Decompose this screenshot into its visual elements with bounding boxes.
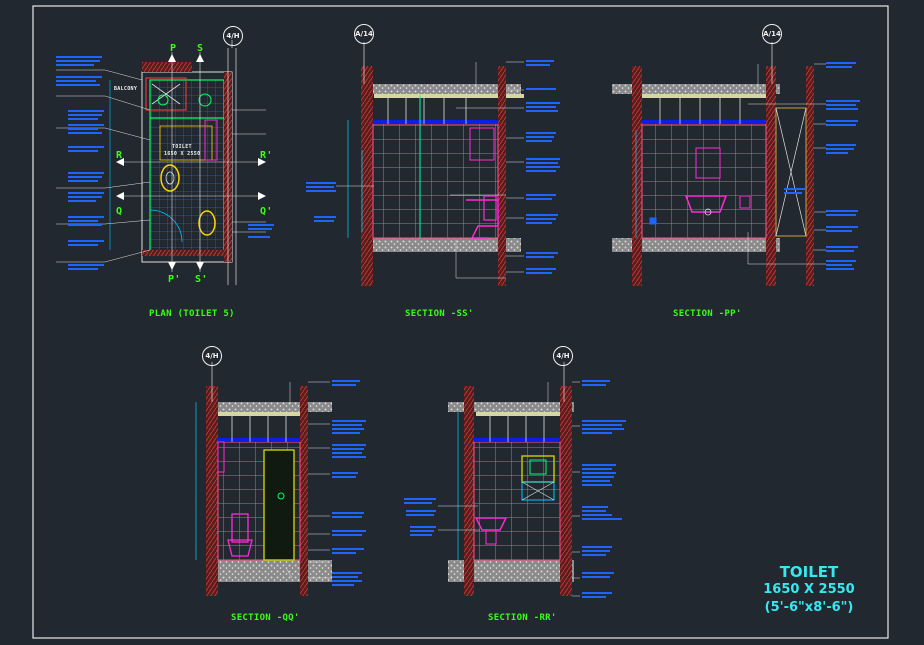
sheet-title: TOILET — [779, 563, 839, 581]
section-ss-tag: A/14 — [354, 24, 374, 44]
section-qq-view — [195, 362, 366, 596]
plan-view — [56, 40, 274, 285]
plan-marker-s: S — [197, 43, 204, 54]
section-pp-view — [612, 42, 860, 286]
section-pp-title: SECTION -PP' — [673, 309, 742, 319]
section-ss-view — [306, 42, 560, 286]
sheet-size-mm: 1650 X 2550 — [763, 582, 855, 597]
plan-marker-p-prime: P' — [168, 274, 181, 285]
plan-marker-p: P — [170, 43, 177, 54]
section-qq-title: SECTION -QQ' — [231, 613, 300, 623]
plan-marker-q-prime: Q' — [260, 206, 273, 217]
section-rr-view — [404, 362, 626, 598]
plan-toilet-size: 1650 X 2550 — [164, 151, 201, 157]
plan-marker-s-prime: S' — [195, 274, 208, 285]
section-rr-title: SECTION -RR' — [488, 613, 557, 623]
plan-marker-r-prime: R' — [260, 150, 273, 161]
sheet-title-block: TOILET 1650 X 2550 (5'-6"x8'-6") — [744, 563, 874, 617]
section-ss-title: SECTION -SS' — [405, 309, 474, 319]
plan-toilet-label: TOILET — [172, 144, 192, 150]
sheet-border — [32, 5, 889, 639]
sheet-size-ft: (5'-6"x8'-6") — [764, 600, 854, 615]
plan-title: PLAN (TOILET 5) — [149, 309, 235, 319]
plan-marker-r: R — [116, 150, 123, 161]
section-rr-tag: 4/H — [553, 346, 573, 366]
section-pp-tag: A/14 — [762, 24, 782, 44]
section-qq-tag: 4/H — [202, 346, 222, 366]
plan-tag: 4/H — [223, 26, 243, 46]
plan-balcony-label: BALCONY — [114, 86, 138, 92]
plan-marker-q: Q — [116, 206, 123, 217]
